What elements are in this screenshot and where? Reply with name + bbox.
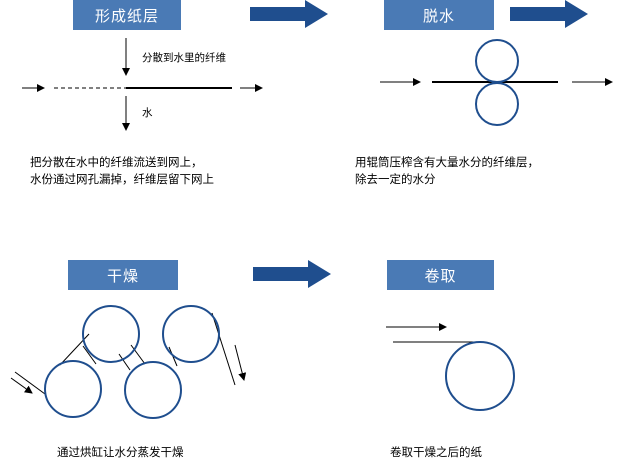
dewatering-desc-line1: 用辊筒压榨含有大量水分的纤维层， <box>355 155 539 169</box>
dryer-cylinder-4 <box>162 305 220 363</box>
press-roll-top <box>475 39 519 83</box>
water-note: 水 <box>142 107 153 119</box>
flow-arrow-2 <box>510 0 588 28</box>
fiber-note: 分散到水里的纤维 <box>142 52 226 64</box>
dryer-cylinder-1 <box>44 360 102 418</box>
dewatering-diagram <box>380 39 613 126</box>
reel-roll <box>445 341 515 411</box>
press-roll-bottom <box>475 82 519 126</box>
forming-desc-line2: 水份通过网孔漏掉，纤维层留下网上 <box>30 172 214 186</box>
drying-diagram <box>10 305 247 419</box>
flow-arrow-3 <box>253 260 331 288</box>
dryer-cylinder-2 <box>82 305 140 363</box>
dryer-cylinder-3 <box>124 361 182 419</box>
forming-diagram <box>22 38 263 131</box>
forming-desc-line1: 把分散在水中的纤维流送到网上， <box>30 155 203 169</box>
step-title-forming: 形成纸层 <box>73 0 181 30</box>
step-title-dewatering: 脱水 <box>384 0 494 30</box>
drying-desc: 通过烘缸让水分蒸发干燥 <box>57 445 184 459</box>
step-title-drying: 干燥 <box>68 260 178 290</box>
flow-arrow-1 <box>250 0 328 28</box>
step-title-reeling: 卷取 <box>387 260 494 290</box>
dewatering-desc-line2: 除去一定的水分 <box>355 172 436 186</box>
reeling-desc: 卷取干燥之后的纸 <box>390 445 482 459</box>
reeling-diagram <box>386 323 515 411</box>
